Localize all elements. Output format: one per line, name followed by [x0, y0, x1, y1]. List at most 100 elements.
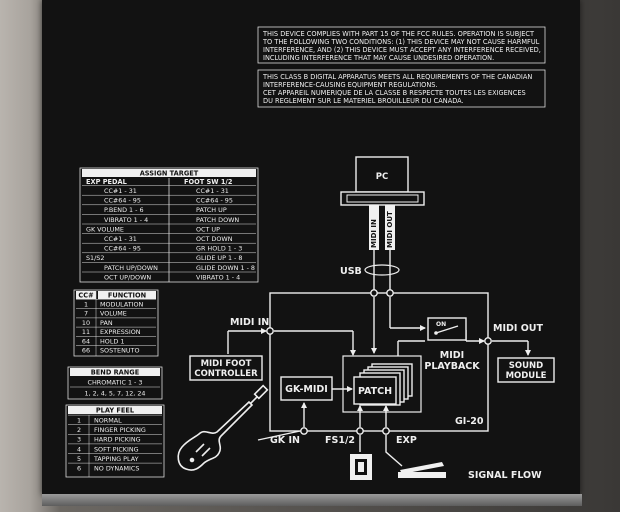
model-label: GI-20: [455, 416, 484, 427]
midi-playback-line1: MIDI: [440, 350, 464, 361]
play-feel-number: 1: [77, 417, 81, 425]
play-feel-number: 2: [77, 426, 81, 434]
assign-left-row: P.BEND 1 - 6: [104, 206, 144, 214]
sound-module-line1: SOUND: [509, 361, 543, 371]
play-feel-label: NORMAL: [94, 417, 122, 425]
midi-out-cable: [385, 205, 395, 250]
midi-in-vertical-label: MIDI IN: [370, 219, 378, 248]
foot-sw-heading: FOOT SW 1/2: [184, 178, 233, 186]
cc-number: 64: [82, 337, 90, 345]
canada-line-1: THIS CLASS B DIGITAL APPARATUS MEETS ALL…: [262, 73, 532, 81]
bend-range-title: BEND RANGE: [91, 369, 140, 377]
play-feel-number: 6: [77, 465, 81, 473]
expression-pedal-icon: [398, 462, 446, 478]
cc-number: 11: [82, 328, 90, 336]
signal-flow-label: SIGNAL FLOW: [468, 470, 542, 481]
usb-label: USB: [340, 266, 362, 277]
assign-target-table: ASSIGN TARGET EXP PEDAL FOOT SW 1/2 CC#1…: [79, 167, 259, 283]
midi-out-label: MIDI OUT: [493, 323, 544, 334]
assign-right-row: CC#64 - 95: [196, 197, 233, 205]
cc-function: PAN: [100, 319, 113, 327]
fs-label: FS1/2: [325, 435, 355, 446]
gk-in-label: GK IN: [270, 435, 300, 446]
assign-right-row: OCT DOWN: [196, 235, 233, 243]
exp-pedal-heading: EXP PEDAL: [86, 178, 128, 186]
assign-right-row: PATCH UP: [196, 206, 227, 214]
exp-label: EXP: [396, 435, 417, 446]
cc-number: 1: [84, 301, 88, 309]
pc-label: PC: [376, 172, 388, 182]
midi-out-vertical-label: MIDI OUT: [386, 211, 394, 248]
midi-in-label: MIDI IN: [230, 317, 269, 328]
usb-ring-icon: [364, 264, 400, 276]
cc-function: EXPRESSION: [100, 328, 141, 336]
play-feel-label: FINGER PICKING: [94, 426, 146, 434]
gk-midi-label: GK-MIDI: [285, 384, 328, 395]
assign-right-row: GR HOLD 1 - 3: [196, 245, 242, 253]
assign-right-row: GLIDE DOWN 1 - 8: [196, 264, 255, 272]
canada-line-2: INTERFERENCE-CAUSING EQUIPMENT REGULATIO…: [263, 81, 438, 89]
assign-left-row: GK VOLUME: [86, 225, 124, 233]
fcc-line-3: INTERFERENCE, AND (2) THIS DEVICE MUST A…: [263, 46, 541, 54]
midi-in-cable: [369, 205, 379, 250]
canada-line-4: DU REGLEMENT SUR LE MATERIEL BROUILLEUR …: [263, 97, 464, 105]
fcc-line-4: INCLUDING INTERFERENCE THAT MAY CAUSE UN…: [263, 54, 494, 62]
sound-module-line2: MODULE: [506, 371, 547, 381]
canada-line-3: CET APPAREIL NUMERIQUE DE LA CLASSE B RE…: [263, 89, 526, 97]
assign-right-row: CC#1 - 31: [196, 187, 229, 195]
midi-playback-line2: PLAYBACK: [424, 361, 480, 372]
play-feel-title: PLAY FEEL: [96, 407, 135, 415]
cc-function: VOLUME: [100, 310, 127, 318]
patch-stack: PATCH: [342, 355, 422, 413]
fcc-notice-box: [257, 26, 546, 64]
gk-in-node: [300, 427, 308, 435]
patch-label: PATCH: [358, 386, 392, 397]
assign-target-title: ASSIGN TARGET: [140, 170, 199, 178]
play-feel-label: SOFT PICKING: [94, 445, 139, 453]
midi-foot-controller-box: [189, 355, 263, 381]
midi-playback-switch: ON: [427, 317, 467, 341]
midi-foot-line1: MIDI FOOT: [201, 359, 252, 369]
midi-in-node: [266, 327, 274, 335]
assign-right-row: VIBRATO 1 - 4: [196, 273, 240, 281]
assign-left-row: S1/S2: [86, 254, 104, 262]
play-feel-number: 5: [77, 455, 81, 463]
assign-right-row: PATCH DOWN: [196, 216, 239, 224]
cc-number: 10: [82, 319, 90, 327]
guitar-icon: [177, 384, 269, 471]
fcc-line-2: TO THE FOLLOWING TWO CONDITIONS: (1) THI…: [262, 38, 540, 46]
cc-number: 7: [84, 310, 88, 318]
cc-function: SOSTENUTO: [100, 347, 139, 355]
gi20-frame: [269, 292, 489, 432]
sound-module-box: [497, 357, 555, 383]
play-feel-label: NO DYNAMICS: [94, 465, 139, 473]
assign-left-row: CC#64 - 95: [104, 245, 141, 253]
assign-left-row: CC#1 - 31: [104, 187, 137, 195]
pc-box: PC: [340, 156, 425, 206]
foot-switch-icon: [350, 454, 372, 480]
bend-range-row-2: 1, 2, 4, 5, 7, 12, 24: [85, 390, 146, 398]
bend-range-row-1: CHROMATIC 1 - 3: [88, 379, 143, 387]
assign-left-row: PATCH UP/DOWN: [104, 264, 158, 272]
gk-midi-box: [280, 376, 333, 401]
assign-left-row: OCT UP/DOWN: [104, 273, 151, 281]
assign-right-row: GLIDE UP 1 - 8: [196, 254, 242, 262]
assign-left-row: VIBRATO 1 - 4: [104, 216, 148, 224]
exp-node: [382, 427, 390, 435]
play-feel-label: HARD PICKING: [94, 436, 141, 444]
on-label: ON: [436, 321, 446, 328]
canada-notice-box: [257, 69, 546, 108]
midi-out-node: [484, 337, 492, 345]
play-feel-number: 4: [77, 445, 81, 453]
usb-out-node: [386, 289, 394, 297]
cc-function: HOLD 1: [100, 337, 124, 345]
play-feel-number: 3: [77, 436, 81, 444]
bend-range-table: BEND RANGE CHROMATIC 1 - 3 1, 2, 4, 5, 7…: [67, 366, 163, 400]
chassis-rail: [42, 494, 582, 506]
usb-in-node: [370, 289, 378, 297]
assign-left-row: CC#64 - 95: [104, 197, 141, 205]
fs-node: [356, 427, 364, 435]
cc-number: 66: [82, 347, 90, 355]
